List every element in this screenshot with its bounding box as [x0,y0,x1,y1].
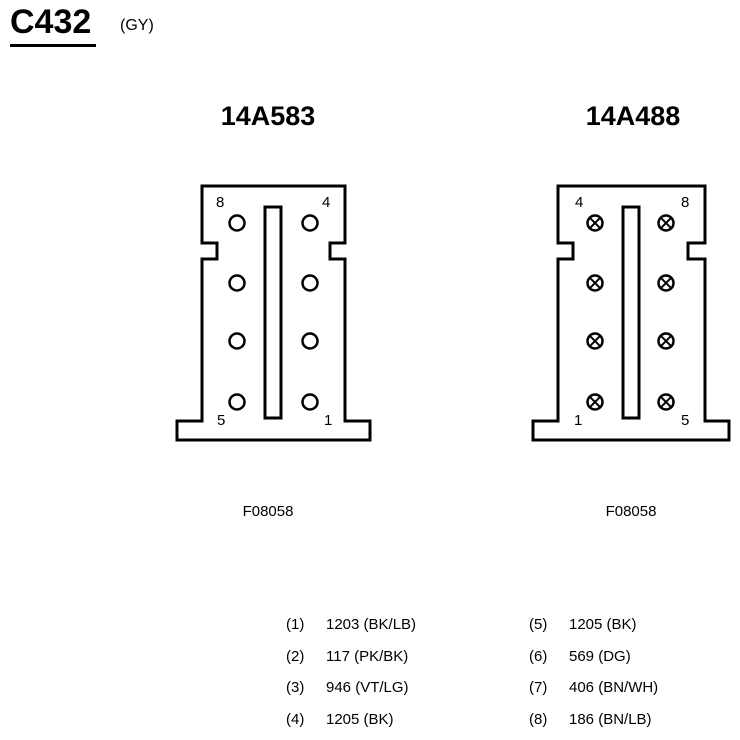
pin-number: (4) [286,711,305,728]
circuit-label: 569 (DG) [569,648,631,665]
pin-cavity [586,214,604,232]
pin-cavity [228,393,246,411]
pinout-row: (7) 406 (BN/WH) [529,679,658,697]
reference-code-right: F08058 [605,503,657,520]
pinout-row: (4) 1205 (BK) [286,711,394,729]
circuit-label: 1205 (BK) [569,616,637,633]
connector-outline-left [175,184,372,442]
pin-cavity [586,274,604,292]
pinout-row: (3) 946 (VT/LG) [286,679,409,697]
pin-number: (6) [529,648,548,665]
connector-body-right: 4 8 1 5 [531,184,731,442]
pin-number: (3) [286,679,305,696]
pin-cavity [657,214,675,232]
center-latch-right [621,205,641,420]
pin-label-bottom-left: 5 [217,412,225,429]
pin-label-top-left: 4 [575,194,583,211]
pin-cavity [586,332,604,350]
pin-number: (5) [529,616,548,633]
connector-name-right: 14A488 [585,101,681,131]
connector-body-left: 8 4 5 1 [175,184,372,442]
pin-label-top-left: 8 [216,194,224,211]
pinout-row: (6) 569 (DG) [529,648,631,666]
pin-number: (7) [529,679,548,696]
pin-number: (2) [286,648,305,665]
pin-cavity [301,393,319,411]
connector-color-code: (GY) [120,17,154,34]
circuit-label: 1205 (BK) [326,711,394,728]
pin-label-top-right: 4 [322,194,330,211]
pin-cavity [228,214,246,232]
connector-name-left: 14A583 [220,101,316,131]
pin-cavity [301,274,319,292]
pin-label-bottom-right: 5 [681,412,689,429]
pin-label-bottom-left: 1 [574,412,582,429]
center-latch-left [263,205,283,420]
circuit-label: 186 (BN/LB) [569,711,652,728]
pin-cavity [301,332,319,350]
pin-number: (1) [286,616,305,633]
reference-code-left: F08058 [242,503,294,520]
pin-number: (8) [529,711,548,728]
circuit-label: 117 (PK/BK) [326,648,409,665]
connector-outline-right [531,184,731,442]
pin-label-bottom-right: 1 [324,412,332,429]
pin-cavity [228,332,246,350]
pin-label-top-right: 8 [681,194,689,211]
pin-cavity [657,393,675,411]
title-underline [10,44,96,47]
pin-cavity [657,274,675,292]
circuit-label: 1203 (BK/LB) [326,616,417,633]
pin-cavity [228,274,246,292]
connector-id-title: C432 [10,3,92,41]
pinout-row: (2) 117 (PK/BK) [286,648,408,666]
circuit-label: 406 (BN/WH) [569,679,659,696]
pin-cavity [586,393,604,411]
pin-cavity [301,214,319,232]
pinout-row: (5) 1205 (BK) [529,616,637,634]
pinout-row: (1) 1203 (BK/LB) [286,616,416,634]
pinout-row: (8) 186 (BN/LB) [529,711,652,729]
pin-cavity [657,332,675,350]
circuit-label: 946 (VT/LG) [326,679,409,696]
